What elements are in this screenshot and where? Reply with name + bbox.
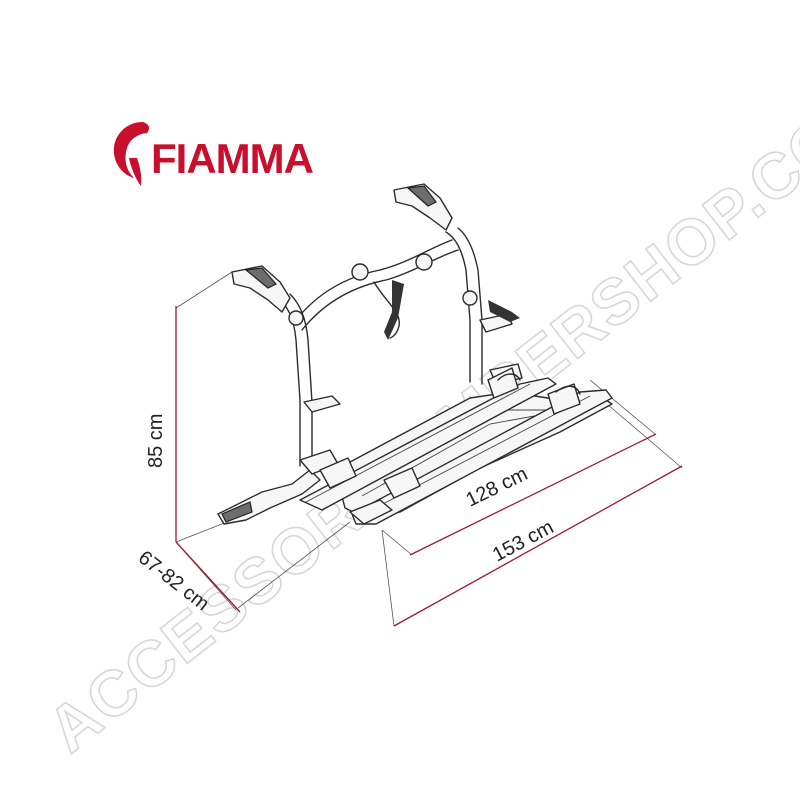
brand-name: FIAMMA (151, 135, 314, 182)
wheel-block-1 (319, 457, 357, 489)
width-dimension-line (393, 465, 683, 627)
top-crossbar (295, 239, 453, 321)
right-upright (445, 231, 471, 383)
right-top-holder (393, 183, 453, 231)
left-top-holder (231, 265, 291, 313)
wheel-rail-1 (299, 377, 557, 511)
wheel-block-3 (487, 367, 519, 399)
flame-icon (113, 122, 150, 186)
right-foot-bracket (349, 499, 393, 525)
rail-dimension-line (409, 433, 657, 556)
bike-rack (217, 183, 613, 525)
wheel-block-2 (383, 467, 421, 499)
dimension-lines (175, 271, 683, 627)
depth-dimension-line (175, 541, 241, 613)
fiamma-logo: FIAMMA (113, 122, 315, 186)
wheel-rail-2 (351, 389, 613, 525)
height-label: 85 cm (145, 414, 167, 468)
